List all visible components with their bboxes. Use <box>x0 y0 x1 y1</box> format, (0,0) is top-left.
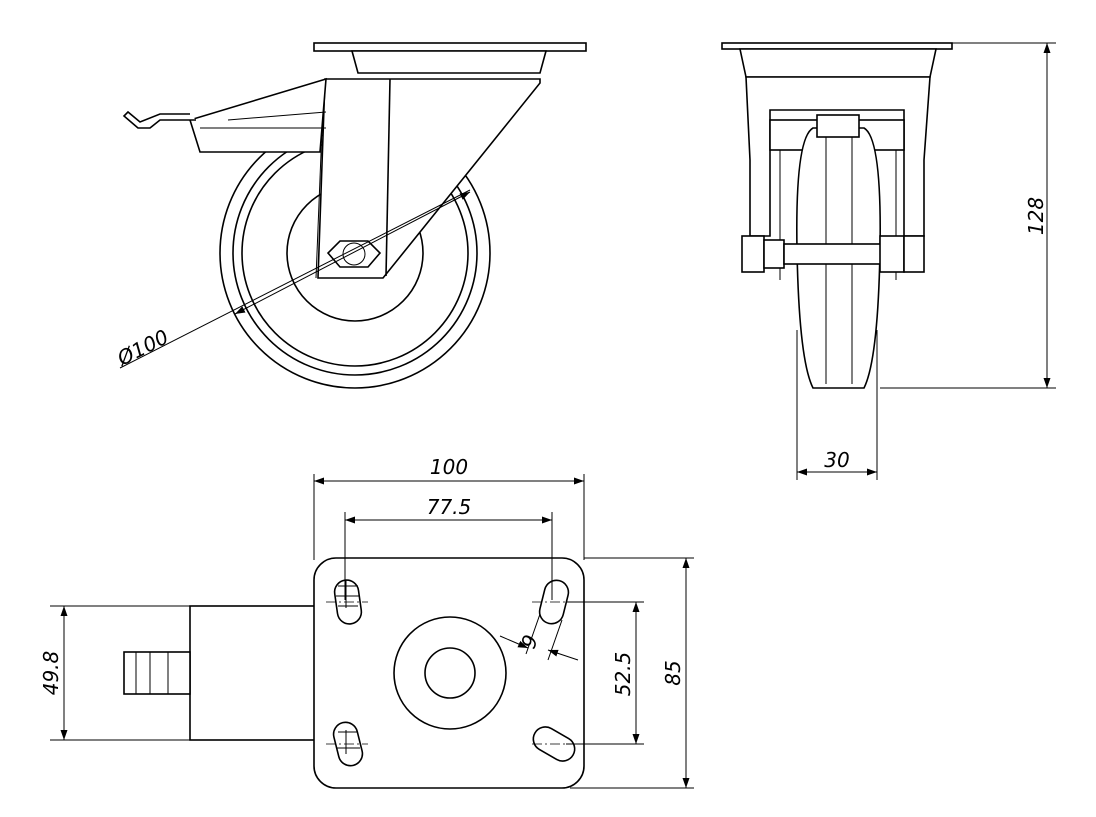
brake-pedal-icon <box>122 110 196 129</box>
hole-spacing-width-label: 52.5 <box>611 652 635 697</box>
wheel-diameter-label: Ø100 <box>112 325 172 371</box>
left-nut-icon <box>741 235 765 273</box>
slot-arrow-left <box>499 635 529 649</box>
diameter-arrow <box>234 191 471 315</box>
axle <box>783 243 895 265</box>
top-view-plate <box>313 557 585 789</box>
brake-lever-body <box>188 77 327 153</box>
front-view-brake-pad <box>816 114 860 138</box>
slot-arrow-right <box>547 649 579 661</box>
side-view: Ø100 <box>112 42 587 389</box>
brake-width-label: 49.8 <box>39 651 63 696</box>
axle-nut-icon <box>326 240 382 268</box>
top-view-kingpin <box>424 647 476 699</box>
side-view-swivel-housing <box>350 50 548 74</box>
plate-width-label: 85 <box>661 660 685 685</box>
top-view-swivel-ring <box>393 616 507 730</box>
right-washer <box>879 235 905 273</box>
front-view-swivel-housing <box>739 48 937 78</box>
slot-ext-1 <box>525 613 541 655</box>
front-view-top-plate <box>721 42 953 50</box>
top-view: 9 100 77.5 52.5 85 49.8 <box>39 455 694 789</box>
top-view-brake-housing <box>189 605 319 741</box>
side-view-top-plate <box>313 42 587 52</box>
front-view: 128 30 <box>721 42 1056 480</box>
hole-spacing-length-label: 77.5 <box>427 495 472 519</box>
overall-height-label: 128 <box>1024 197 1048 235</box>
wheel-width-label: 30 <box>824 448 849 472</box>
right-nut-icon <box>903 235 925 273</box>
left-washer <box>763 239 785 269</box>
brake-detail <box>227 111 327 121</box>
top-view-brake-pedal <box>123 651 191 695</box>
plate-length-label: 100 <box>430 455 468 479</box>
mounting-slot-bottom-left <box>326 721 368 767</box>
